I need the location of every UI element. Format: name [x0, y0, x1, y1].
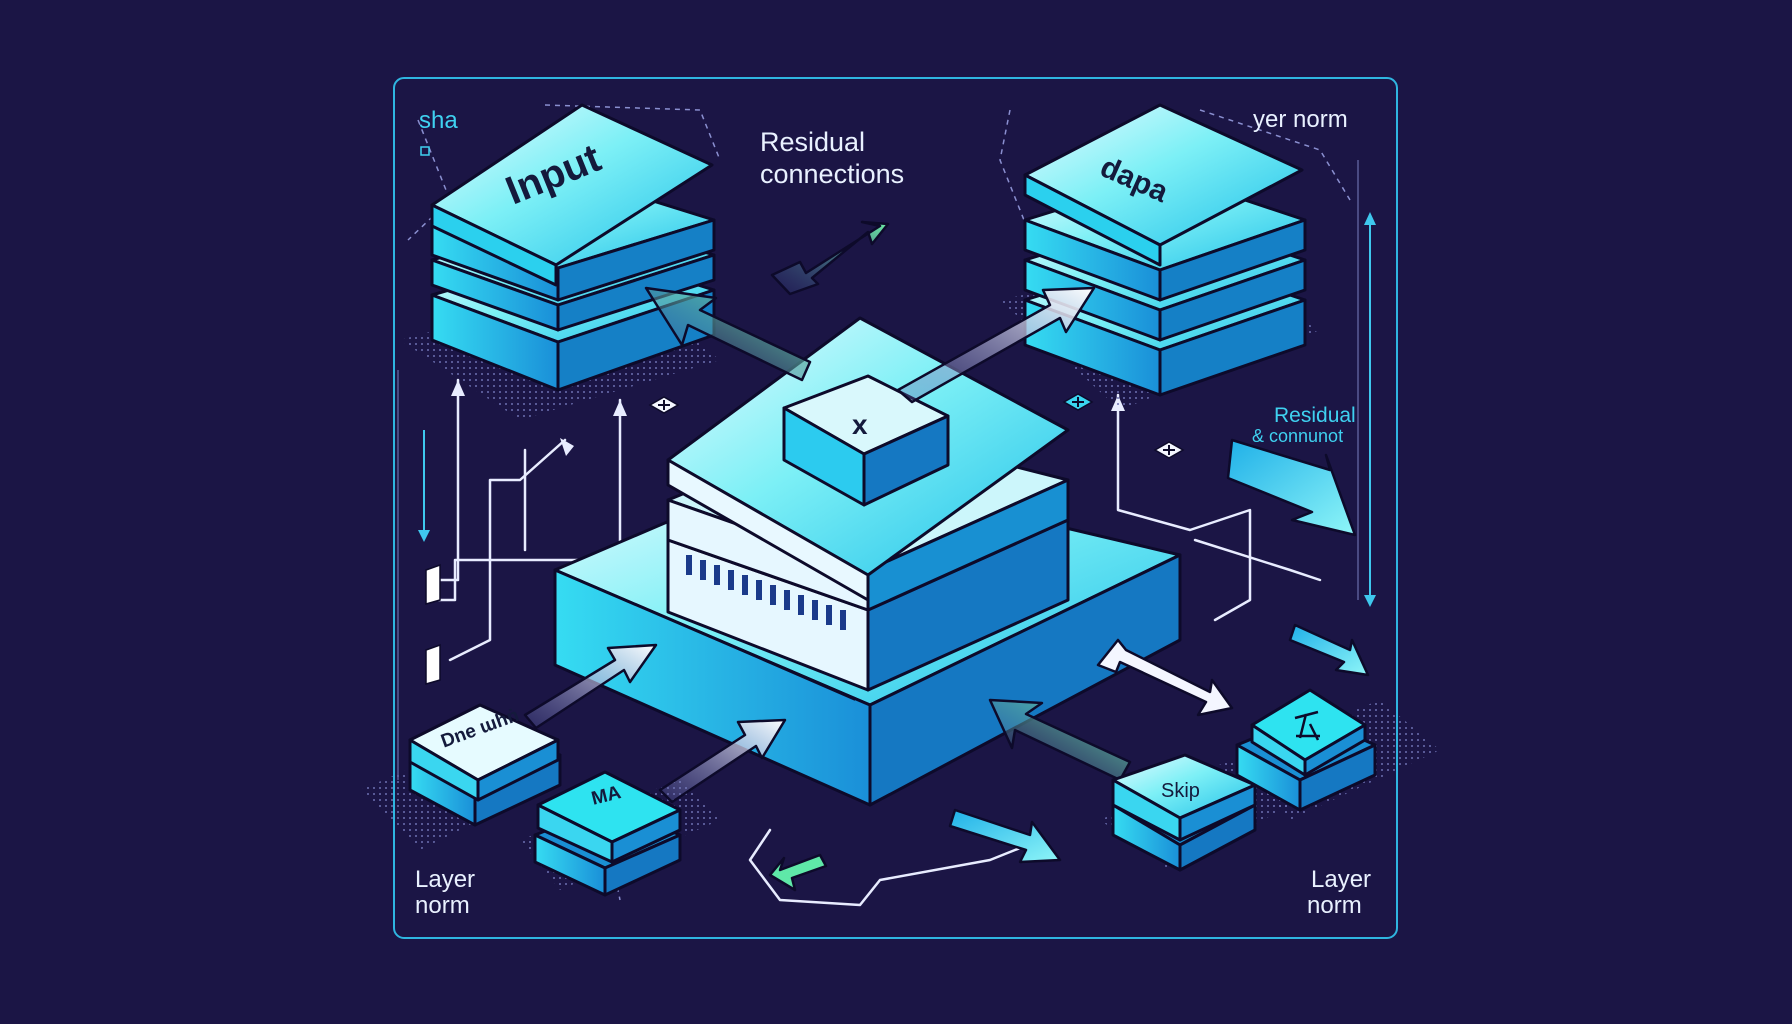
flow-arrows: [523, 220, 1370, 892]
plus-icon: [1062, 393, 1094, 411]
bolt-icon: [1294, 710, 1320, 741]
outer-frame: [393, 77, 1398, 939]
ma-block: [533, 770, 682, 897]
double-arrow-residual: [770, 220, 890, 296]
dapa-stack: [1023, 103, 1307, 397]
skip-block: [1111, 753, 1257, 872]
arrow-residual-side: [1226, 438, 1357, 537]
residual-side-line1: Residual: [1274, 404, 1356, 427]
layer-norm-bottom-left-line1: Layer: [415, 866, 476, 893]
tower-vents: [686, 555, 846, 630]
skip-label: Skip: [1161, 780, 1200, 802]
arrow-small-cyan: [1288, 623, 1370, 677]
arrow-dne-to-base: [523, 643, 658, 730]
arrow-bottom-cyan: [948, 808, 1062, 864]
plus-icon: [1153, 441, 1185, 459]
arrow-x-to-input: [644, 286, 812, 382]
layer-norm-bottom-left-line2: norm: [415, 892, 470, 919]
arrow-skip-to-base: [988, 698, 1132, 782]
plus-badges: [648, 393, 1185, 459]
layer-norm-bottom-right-line2: norm: [1307, 892, 1362, 919]
bolt-block: [1235, 688, 1377, 812]
side-guides: [397, 160, 1376, 780]
layer-norm-bottom-right-line1: Layer: [1311, 866, 1372, 893]
residual-title-line1: Residual: [760, 127, 866, 157]
plus-icon: [648, 396, 680, 414]
edge-markers: [420, 146, 441, 685]
layer-norm-top-label: yer norm: [1253, 106, 1348, 133]
input-stack: [430, 103, 716, 392]
dne-block: [408, 703, 562, 827]
residual-side-line2: & connunot: [1252, 426, 1344, 446]
x-label: x: [852, 409, 868, 440]
double-arrow-right: [1096, 638, 1234, 717]
arrow-ma-to-base: [658, 718, 787, 804]
residual-title-line2: connections: [760, 159, 905, 189]
arrow-x-to-dapa: [896, 286, 1096, 404]
arrow-bottom-green: [768, 853, 828, 892]
sha-label: sha: [419, 107, 458, 134]
